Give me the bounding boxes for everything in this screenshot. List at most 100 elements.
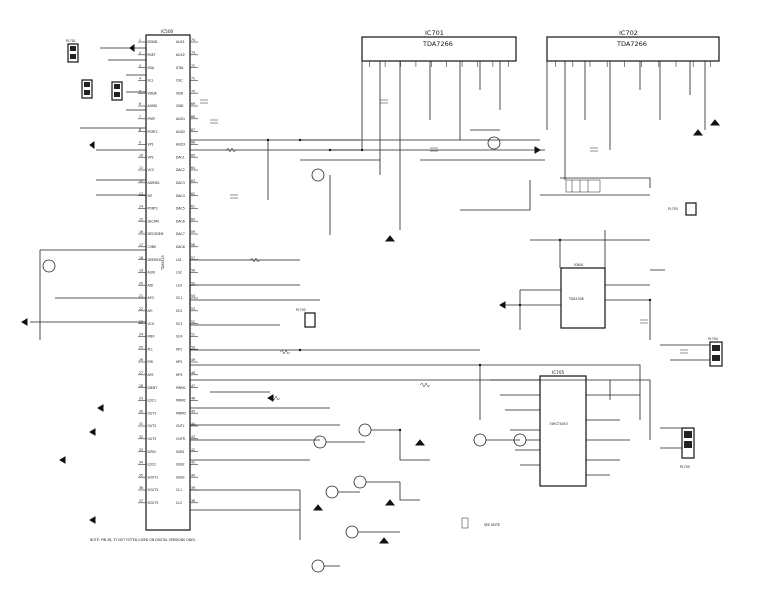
ic-main-pin-label: VCO xyxy=(148,322,155,326)
ic-main-pin-label: IDENT xyxy=(148,386,158,390)
ic-main-pin-label: CVBS xyxy=(148,245,157,249)
ic-main-pin-label: DAC6 xyxy=(176,219,185,223)
connector-right-3: PL705 xyxy=(680,427,695,469)
ic-main-pin-label: SC2 xyxy=(176,309,182,313)
ic-main-pin-label: VDDA xyxy=(148,91,158,95)
ic-main-pin-label: SC3 xyxy=(176,322,182,326)
ic-main-pin-number: 37 xyxy=(139,499,143,503)
ic-main-pin-label: VP2 xyxy=(148,155,154,159)
ic-main-pin-number: 28 xyxy=(139,384,143,388)
connector-top-left: PL701 xyxy=(66,39,79,63)
ic-main-pin-label: DAC5 xyxy=(176,207,185,211)
ic-main-pin-label: OUTL xyxy=(176,424,185,428)
transistor-q3 xyxy=(325,485,339,499)
ic-main-pin-label: LS3 xyxy=(176,283,182,287)
ic-main-pin-label: SECAM xyxy=(148,219,159,223)
ic-main-pin-label: DECSDEM xyxy=(148,232,164,236)
ic-main-pin-label: GND xyxy=(176,104,184,108)
ic-main-pin-number: 69 xyxy=(191,102,195,106)
connector-left-3 xyxy=(111,81,123,101)
ic-main-pin-number: 64 xyxy=(191,166,195,170)
ic-main-pin-number: 73 xyxy=(191,51,195,55)
ic-main-pin-number: 30 xyxy=(139,409,143,413)
ic-main-pin-label: XTAL xyxy=(176,66,184,70)
ic-main-pin-label: SOUT2 xyxy=(148,488,159,492)
ic-main-pin-number: 14 xyxy=(139,205,143,209)
ic-main-pin-label: SIFIN xyxy=(148,450,157,454)
ic-main-pin-label: DAC2 xyxy=(176,168,185,172)
ic-main-pin-number: 54 xyxy=(191,294,195,298)
ic-main-pin-number: 22 xyxy=(139,307,143,311)
transistor-q9 xyxy=(487,136,501,150)
ic-main-pin-label: AUX1 xyxy=(176,40,185,44)
ic-main-pin-label: LS2 xyxy=(176,271,182,275)
ic-main-pin-number: 38 xyxy=(191,499,195,503)
ic-main-pin-label: AUD1 xyxy=(176,117,185,121)
ic-main-pin-number: 57 xyxy=(191,256,195,260)
ic-main-pin-label: AUXI xyxy=(148,271,156,275)
ic-main-pin-number: 47 xyxy=(191,384,195,388)
ic-main-pin-label: DAC1 xyxy=(176,155,185,159)
ic-main-pin-label: PWM2 xyxy=(176,399,186,403)
ic-amp2-ref: IC702 xyxy=(619,29,638,37)
ic-main-pin-label: RSET xyxy=(148,53,156,57)
ic-main-pin-number: 4 xyxy=(139,77,141,81)
ic-main-pin-label: HP1 xyxy=(176,347,182,351)
ic-main-pin-number: 49 xyxy=(191,358,195,362)
ic-main-pin-label: PWM3 xyxy=(176,411,186,415)
ic-main-pin-number: 17 xyxy=(139,243,143,247)
ic-main-pin-number: 72 xyxy=(191,64,195,68)
ic-mid-ref: IC600 xyxy=(574,263,583,267)
ic-main-pin-number: 70 xyxy=(191,89,195,93)
ic-main-pin-label: LDC2 xyxy=(148,463,156,467)
connector-right-2: PL704 xyxy=(708,337,723,367)
ic-main-pin-label: AUX2 xyxy=(176,53,185,57)
ic-main-pin-number: 18 xyxy=(139,256,143,260)
ic-main-pin-number: 1 xyxy=(139,38,141,42)
transistor-q2 xyxy=(358,423,372,437)
transistor-q5 xyxy=(345,525,359,539)
ic-main-pin-number: 56 xyxy=(191,269,195,273)
ic-main-pin-number: 25 xyxy=(139,345,143,349)
connector-mid: PL702 xyxy=(296,308,316,328)
ic-main-pin-number: 46 xyxy=(191,397,195,401)
footnote: NOTE: PIN 36, 37 NOT FITTED (USED ON DIG… xyxy=(90,538,196,542)
ic-main-pin-number: 67 xyxy=(191,128,195,132)
ic-main-pin-number: 26 xyxy=(139,358,143,362)
ic-main-pin-label: LDC1 xyxy=(148,399,156,403)
ic-main-pin-number: 74 xyxy=(191,38,195,42)
ic-mid: IC600 TDA1308 xyxy=(560,263,606,329)
ic-main-pin-number: 6 xyxy=(139,102,141,106)
ic-main-pin-number: 52 xyxy=(191,320,195,324)
connector-right-3-ref: PL705 xyxy=(680,465,690,469)
ic-main-pin-label: AFO xyxy=(148,296,155,300)
ic-main-pin-label: AUD2 xyxy=(176,130,185,134)
ic-main-pin-label: SOUT3 xyxy=(148,501,159,505)
ic-amp1-part: TDA7266 xyxy=(422,40,453,48)
ic-main-pin-number: 59 xyxy=(191,230,195,234)
ic-main-pin-label: SC4 xyxy=(176,335,182,339)
ic-main-pin-label: ADRSEL xyxy=(148,181,161,185)
ground-symbols xyxy=(21,44,721,544)
ic-main-pin-label: VCC xyxy=(148,168,155,172)
ic-main-pin-label: DAC8 xyxy=(176,245,185,249)
ic-main-pin-label: PORT2 xyxy=(148,207,158,211)
ic-main-pin-label: VP1 xyxy=(148,143,154,147)
ic-amp1-ref: IC701 xyxy=(425,29,444,37)
transistor-q10 xyxy=(311,168,325,182)
ic-main-pin-number: 12 xyxy=(139,179,143,183)
ic-main-pin-number: 41 xyxy=(191,461,195,465)
ic-main-pin-number: 35 xyxy=(139,473,143,477)
ic-main-pin-number: 43 xyxy=(191,435,195,439)
ic-main-pin-label: DAC7 xyxy=(176,232,185,236)
ic-mid-part: TDA1308 xyxy=(568,297,584,301)
ic-main-pin-label: AFI xyxy=(148,309,153,313)
ic-main-pin-number: 40 xyxy=(191,473,195,477)
ic-main-pin-number: 24 xyxy=(139,333,143,337)
ic-main-pin-number: 32 xyxy=(139,435,143,439)
connector-mid-ref: PL702 xyxy=(296,308,306,312)
ic-main-pin-number: 5 xyxy=(139,89,141,93)
ic-main-pin-label: OUT2 xyxy=(148,424,157,428)
ic-main-pin-number: 65 xyxy=(191,153,195,157)
